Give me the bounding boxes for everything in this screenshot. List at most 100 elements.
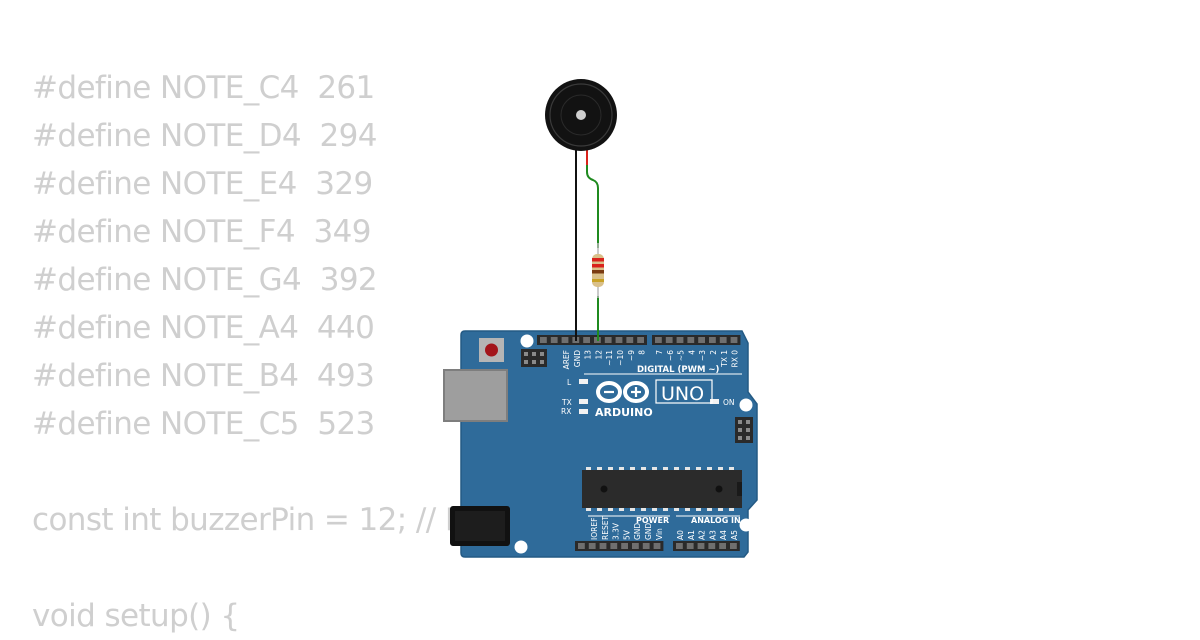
power-header-pin[interactable]	[653, 543, 661, 549]
digital-header-left[interactable]	[537, 335, 647, 345]
chip-pin	[663, 508, 668, 511]
digital-pin-label: ~9	[627, 350, 636, 361]
digital-section-label: DIGITAL (PWM ~)	[637, 365, 719, 375]
buzzer-to-resistor-wire[interactable]	[586, 165, 599, 248]
power-header-housing	[575, 541, 664, 551]
digital-header-right-pin[interactable]	[655, 337, 662, 343]
arduino-logo-icon	[596, 381, 649, 403]
digital-header-left-pin[interactable]	[626, 337, 634, 343]
digital-pin-label: 4	[687, 350, 696, 355]
digital-header-left-pin[interactable]	[540, 337, 547, 343]
chip-pin	[641, 467, 646, 470]
usb-port[interactable]	[443, 369, 508, 422]
digital-header-right[interactable]	[652, 335, 741, 345]
power-header-pin[interactable]	[621, 543, 628, 549]
digital-pin-label: RX 0	[731, 350, 740, 368]
power-pin-label: GND	[633, 523, 642, 540]
chip-pin	[685, 467, 690, 470]
digital-header-right-pin[interactable]	[719, 337, 727, 343]
analog-pin-label: A4	[719, 530, 728, 540]
analog-pin-label: A2	[698, 530, 707, 540]
power-header[interactable]	[575, 541, 664, 551]
power-header-pin[interactable]	[642, 543, 650, 549]
analog-pin-label: A3	[708, 530, 717, 540]
digital-header-left-pin[interactable]	[637, 337, 644, 343]
analog-header-pin[interactable]	[676, 543, 683, 549]
digital-header-right-pin[interactable]	[687, 337, 695, 343]
digital-header-left-pin[interactable]	[615, 337, 623, 343]
resistor[interactable]	[592, 243, 604, 298]
icsp-pin	[540, 352, 544, 356]
chip-pin	[729, 467, 734, 470]
led-rx	[579, 409, 588, 414]
led-l	[579, 379, 588, 384]
code-editor-background: #define NOTE_C4 261#define NOTE_D4 294#d…	[32, 64, 464, 640]
digital-pin-label: ~5	[677, 350, 686, 361]
digital-header-right-pin[interactable]	[709, 337, 716, 343]
digital-header-right-pin[interactable]	[730, 337, 738, 343]
analog-section-label: ANALOG IN	[691, 516, 741, 525]
power-header-pin[interactable]	[599, 543, 607, 549]
icsp-pin	[746, 436, 750, 440]
chip-pin	[663, 467, 668, 470]
icsp-pin	[540, 360, 544, 364]
digital-pin-label: ~10	[616, 350, 625, 366]
analog-header-pin[interactable]	[686, 543, 694, 549]
code-line: #define NOTE_F4 349	[32, 214, 371, 250]
power-pin-label: GND	[644, 523, 653, 540]
digital-header-right-pin[interactable]	[665, 337, 673, 343]
piezo-buzzer[interactable]	[545, 79, 617, 151]
chip-pin	[597, 508, 602, 511]
chip-pin	[630, 508, 635, 511]
power-header-pin[interactable]	[632, 543, 639, 549]
digital-pin-label: 7	[655, 350, 664, 355]
analog-header-pin[interactable]	[719, 543, 726, 549]
chip-pin	[619, 508, 624, 511]
power-pin-label: 5V	[622, 529, 631, 540]
digital-header-left-pin[interactable]	[561, 337, 569, 343]
analog-pin-label: A0	[676, 530, 685, 540]
digital-header-right-pin[interactable]	[698, 337, 705, 343]
analog-pin-label: A5	[730, 530, 739, 540]
power-header-pin[interactable]	[578, 543, 585, 549]
analog-header-pin[interactable]	[730, 543, 737, 549]
analog-header-pin[interactable]	[697, 543, 705, 549]
digital-header-left-pin[interactable]	[583, 337, 590, 343]
chip-pin	[586, 467, 591, 470]
power-header-pin[interactable]	[588, 543, 596, 549]
digital-header-left-pin[interactable]	[550, 337, 558, 343]
chip-pin	[641, 508, 646, 511]
chip-pin	[707, 508, 712, 511]
led-on	[710, 399, 719, 404]
analog-header-pin[interactable]	[708, 543, 716, 549]
digital-header-left-pin[interactable]	[604, 337, 612, 343]
power-pin-label: 3.3V	[612, 522, 621, 540]
arduino-brand-text: ARDUINO	[595, 406, 653, 419]
atmega-chip	[582, 470, 742, 508]
chip-pin	[652, 508, 657, 511]
digital-header-right-pin[interactable]	[676, 337, 684, 343]
chip-pin	[685, 508, 690, 511]
led-l-label: L	[567, 378, 572, 387]
digital-pin-label: ~11	[605, 350, 614, 366]
power-pin-label: IOREF	[590, 518, 599, 540]
icsp-housing	[735, 417, 753, 443]
analog-pin-label: A1	[687, 530, 696, 540]
power-header-pin[interactable]	[610, 543, 618, 549]
icsp-pin	[746, 428, 750, 432]
analog-header[interactable]	[673, 541, 740, 551]
chip-pin	[674, 467, 679, 470]
chip-pin	[630, 467, 635, 470]
chip-dot	[715, 485, 723, 493]
icsp-header-mcu	[735, 417, 753, 443]
icsp-pin	[738, 436, 742, 440]
reset-button-cap[interactable]	[485, 343, 498, 357]
chip-pin	[586, 508, 591, 511]
code-line: #define NOTE_E4 329	[32, 166, 373, 202]
chip-pin	[608, 467, 613, 470]
icsp-pin	[738, 420, 742, 424]
chip-pin	[707, 467, 712, 470]
